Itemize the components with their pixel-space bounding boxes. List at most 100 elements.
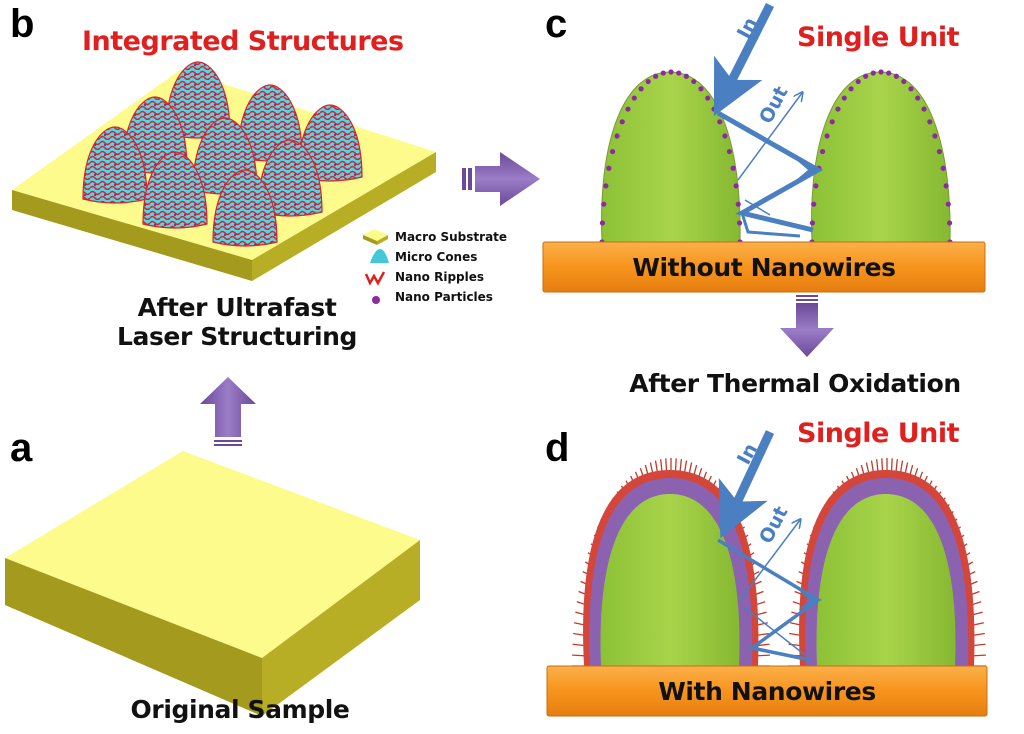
panel-c-light-rays [713, 2, 824, 238]
nano-particle [932, 133, 938, 139]
nano-particle [683, 73, 689, 79]
nano-particle [813, 183, 819, 189]
nano-particle [855, 78, 861, 85]
panel-b-caption-line2: Laser Structuring [116, 321, 358, 351]
nanowire [757, 654, 770, 657]
nano-particle [705, 95, 711, 101]
nano-particle [824, 133, 830, 139]
nano-particle-icon [372, 296, 380, 304]
legend-label-nano-ripples: Nano Ripples [395, 270, 485, 284]
nanowire [899, 460, 904, 473]
nano-particle [901, 78, 907, 85]
nano-particle [841, 95, 847, 101]
nano-particle [893, 73, 899, 79]
nano-particle [835, 106, 841, 112]
nano-particle [638, 86, 644, 92]
micro-cone [165, 61, 231, 139]
panel-letter-a: a [10, 426, 33, 470]
nano-particle [829, 119, 835, 125]
nanowire [757, 643, 770, 647]
panel-d-title: Single Unit [797, 418, 960, 449]
panel-c-nano-particles [599, 69, 953, 245]
legend-label-macro-substrate: Macro Substrate [395, 230, 508, 244]
micro-cones-array [82, 61, 363, 247]
panel-d-light-rays [717, 430, 822, 662]
nano-particle [915, 95, 921, 101]
nano-particle [625, 106, 631, 112]
nano-particle [653, 73, 659, 79]
nanowire [881, 458, 884, 471]
nanowire [572, 654, 585, 657]
micro-cone [142, 151, 208, 229]
nano-particle [870, 70, 876, 76]
nanowire [895, 459, 898, 472]
panel-c-bar-label: Without Nanowires [632, 253, 896, 282]
micro-cone [297, 104, 363, 182]
nanowire [679, 459, 682, 472]
arrow-up-a-to-b [200, 377, 256, 446]
panel-d-ray-out-label: Out [755, 503, 793, 548]
nano-particle [936, 148, 943, 155]
panel-letter-c: c [545, 2, 568, 46]
nano-particle [726, 148, 733, 155]
nano-particle [736, 220, 743, 226]
nano-particle [698, 86, 704, 92]
panel-d-cone-left [583, 470, 759, 666]
nano-particle [945, 201, 951, 207]
panel-c-ray-out-label: Out [755, 83, 793, 128]
nanowire [674, 458, 677, 471]
micro-cone [257, 139, 323, 217]
nano-particle [645, 78, 651, 85]
panel-d-bar-label: With Nanowires [658, 677, 876, 706]
nano-particle [878, 69, 884, 75]
nano-particle [606, 165, 612, 171]
panel-b-title: Integrated Structures [82, 26, 404, 57]
nano-particle [660, 70, 666, 76]
nanowire [683, 460, 688, 473]
nanowire [876, 459, 879, 472]
panel-b-caption-line1: After Ultrafast [137, 293, 337, 322]
original-sample-slab [5, 451, 420, 716]
nanowire [973, 643, 986, 647]
legend-label-nano-particles: Nano Particles [395, 290, 493, 304]
panel-c-title: Single Unit [797, 22, 960, 53]
arrow-right-b-to-c [462, 152, 540, 206]
nanowire [572, 643, 585, 647]
nano-particle [614, 133, 620, 139]
panel-d-cone-right [799, 470, 975, 666]
panel-c-cone-right [811, 71, 951, 243]
panel-letter-d: d [545, 426, 570, 470]
arrow-down-c-to-d [780, 295, 834, 357]
nano-particle [603, 183, 609, 189]
nano-particle [848, 86, 854, 92]
panel-a-caption: Original Sample [130, 695, 350, 724]
nanowire [654, 460, 659, 473]
nano-particle [691, 78, 697, 85]
nano-particle [668, 69, 674, 75]
nanowire [660, 459, 663, 472]
nano-particle [886, 70, 892, 76]
nano-particle [676, 70, 682, 76]
nano-particle [601, 201, 607, 207]
micro-cone [82, 126, 148, 204]
nano-particle [619, 119, 625, 125]
nanowire [688, 462, 693, 475]
nanowire [890, 458, 893, 471]
nano-particle [609, 148, 616, 155]
nano-particle [943, 183, 949, 189]
nano-particle [717, 119, 723, 125]
nanowire [904, 462, 909, 475]
nano-particle [735, 201, 741, 207]
transition-label: After Thermal Oxidation [629, 369, 961, 398]
nanowire [665, 458, 668, 471]
nano-particle [809, 220, 816, 226]
nano-particle [730, 165, 736, 171]
nano-particle [599, 220, 606, 226]
nano-particle [927, 119, 933, 125]
nano-particle [733, 183, 739, 189]
legend-label-micro-cones: Micro Cones [395, 250, 478, 264]
panel-letter-b: b [10, 2, 35, 46]
nano-particle [863, 73, 869, 79]
macro-substrate-icon [363, 229, 388, 245]
